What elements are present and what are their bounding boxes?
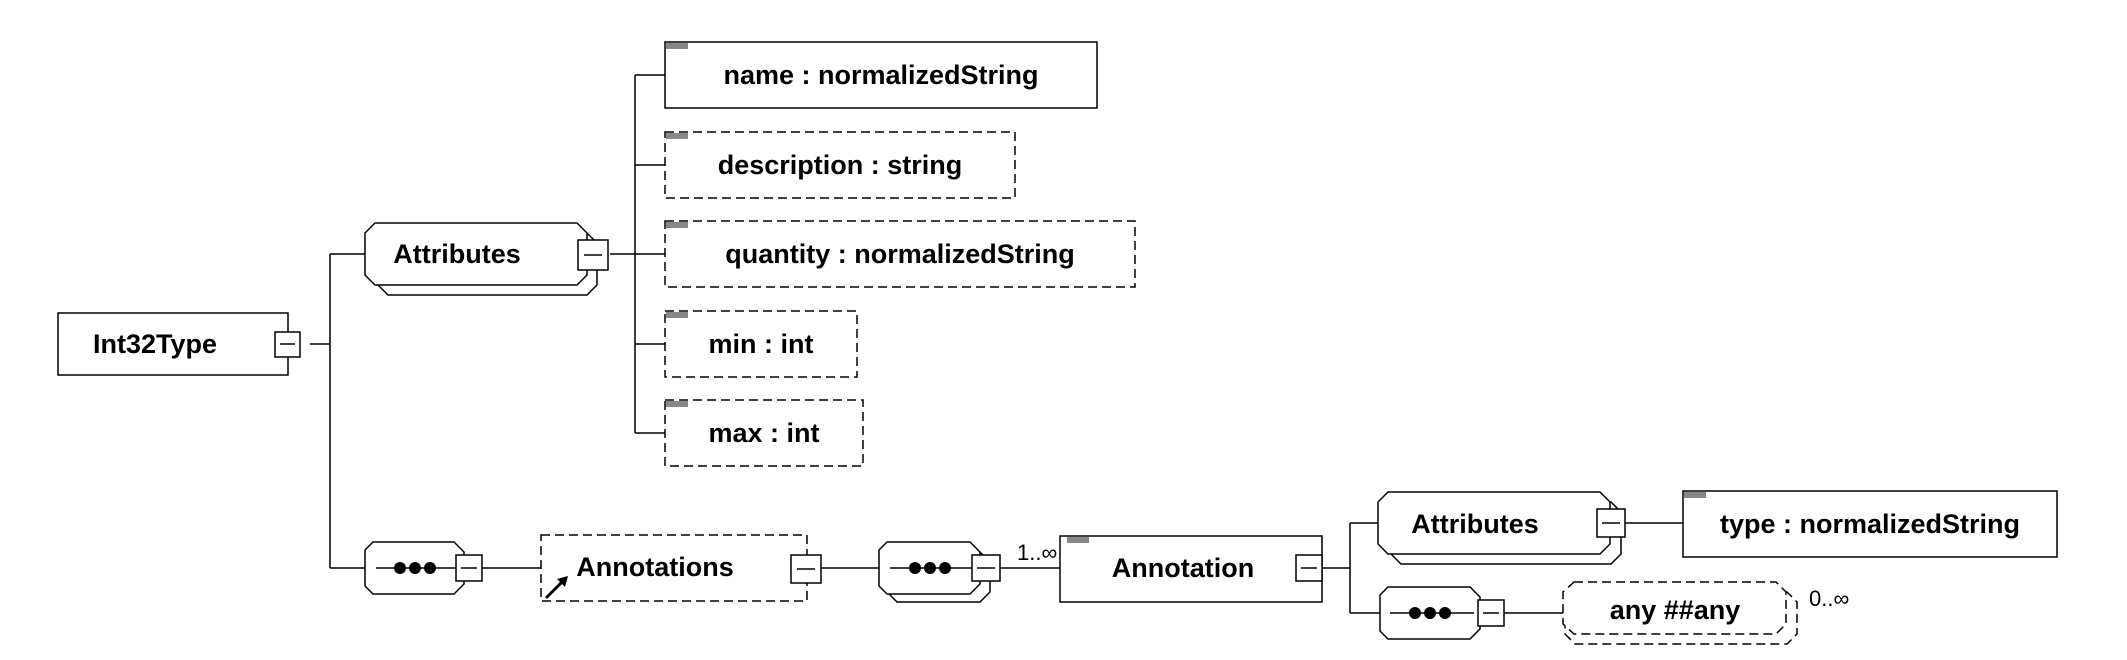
any-occurrence: 0..∞ [1809,586,1849,611]
attribute-marker-icon [666,222,688,228]
attribute-min[interactable]: min : int [664,310,858,378]
attribute-max[interactable]: max : int [664,399,864,467]
annotations-element[interactable]: Annotations [540,534,822,602]
attribute-marker-icon [666,133,688,139]
root-element-label: Int32Type [93,329,217,359]
sequence-compositor[interactable] [364,541,483,595]
any-wildcard[interactable]: any ##any 0..∞ [1562,581,1849,645]
attribute-description[interactable]: description : string [664,131,1016,199]
attribute-min-label: min : int [709,329,814,359]
collapse-toggle-icon[interactable] [1596,508,1626,538]
attribute-quantity[interactable]: quantity : normalizedString [664,220,1136,288]
attribute-type[interactable]: type : normalizedString [1682,490,2058,558]
annotations-element-label: Annotations [576,552,733,582]
collapse-toggle-icon[interactable] [455,554,483,582]
attribute-type-label: type : normalizedString [1720,509,2020,539]
any-wildcard-label: any ##any [1610,595,1741,625]
attributes-group[interactable]: Attributes [364,222,609,296]
collapse-toggle-icon[interactable] [577,239,609,271]
annotation-element[interactable]: 1..∞ Annotation [1017,535,1323,603]
collapse-toggle-icon[interactable] [274,331,301,358]
collapse-toggle-icon[interactable] [1477,599,1505,627]
collapse-toggle-icon[interactable] [790,554,822,584]
attribute-marker-icon [1684,492,1706,498]
sequence-icon [890,562,972,574]
annotation-element-label: Annotation [1112,553,1254,583]
attribute-marker-icon [666,43,688,49]
attribute-name-label: name : normalizedString [723,60,1038,90]
sequence-compositor-multiple[interactable] [878,541,1001,603]
collapse-toggle-icon[interactable] [971,554,1001,582]
element-marker-icon [1067,537,1089,543]
connector-lines [310,74,1683,614]
annotation-attributes-group[interactable]: Attributes [1377,491,1626,565]
collapse-toggle-icon[interactable] [1295,554,1323,582]
attribute-marker-icon [666,401,688,407]
attribute-marker-icon [666,312,688,318]
attribute-max-label: max : int [708,418,819,448]
annotation-sequence-compositor[interactable] [1379,586,1505,640]
sequence-icon [1390,607,1474,619]
annotation-occurrence: 1..∞ [1017,540,1057,565]
annotation-attributes-group-label: Attributes [1411,509,1539,539]
attribute-quantity-label: quantity : normalizedString [725,239,1075,269]
root-element-int32type[interactable]: Int32Type [57,312,301,376]
reference-arrow-icon [544,576,568,600]
sequence-icon [376,562,456,574]
attributes-group-label: Attributes [393,239,521,269]
attribute-description-label: description : string [718,150,963,180]
attribute-name[interactable]: name : normalizedString [664,41,1098,109]
